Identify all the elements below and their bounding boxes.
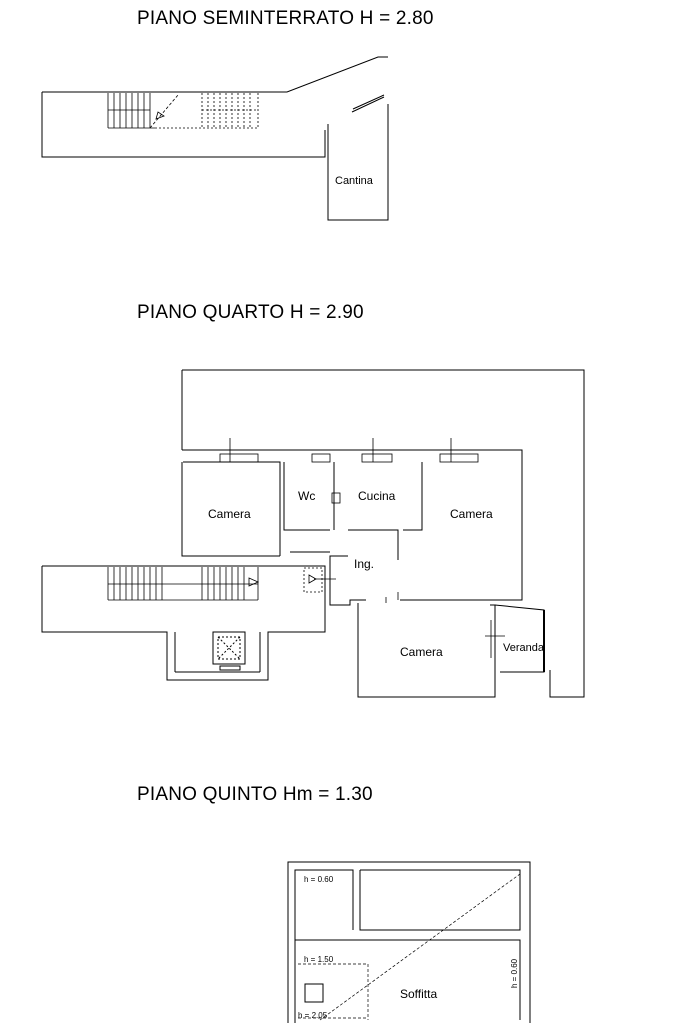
fifth-floor-plan: Soffitta h = 0.60 h = 1.50 h = 2.05 h = … [287,861,531,1023]
veranda-label: Veranda [503,642,545,654]
camera-right-label: Camera [450,507,493,521]
fourth-fixtures [303,492,341,593]
fourth-windows [219,438,505,658]
fifth-walls [287,861,531,1023]
cucina-label: Cucina [358,489,396,503]
wc-label: Wc [298,489,315,503]
cantina-label: Cantina [335,175,374,187]
fourth-room-walls [181,461,545,698]
camera-bottom-label: Camera [400,645,443,659]
fourth-floor-title: PIANO QUARTO H = 2.90 [137,302,364,323]
height-label-4: h = 0.60 [510,958,519,988]
ingresso-label: Ing. [354,557,374,571]
fifth-opening [304,983,324,1003]
basement-staircase [107,93,259,129]
fourth-floor-plan: Camera Wc Cucina Camera Ing. Camera Vera… [41,369,585,698]
basement-plan: Cantina [41,56,389,221]
camera-left-label: Camera [208,507,251,521]
basement-walls [41,56,389,221]
height-label-3: h = 2.05 [298,1011,328,1020]
height-label-2: h = 1.50 [304,955,334,964]
soffitta-label: Soffitta [400,987,437,1001]
fifth-floor-title: PIANO QUINTO Hm = 1.30 [137,784,373,805]
fifth-slope-lines [298,873,521,1021]
height-label-1: h = 0.60 [304,875,334,884]
fourth-staircase-block [41,565,326,681]
basement-floor-title: PIANO SEMINTERRATO H = 2.80 [137,8,434,29]
